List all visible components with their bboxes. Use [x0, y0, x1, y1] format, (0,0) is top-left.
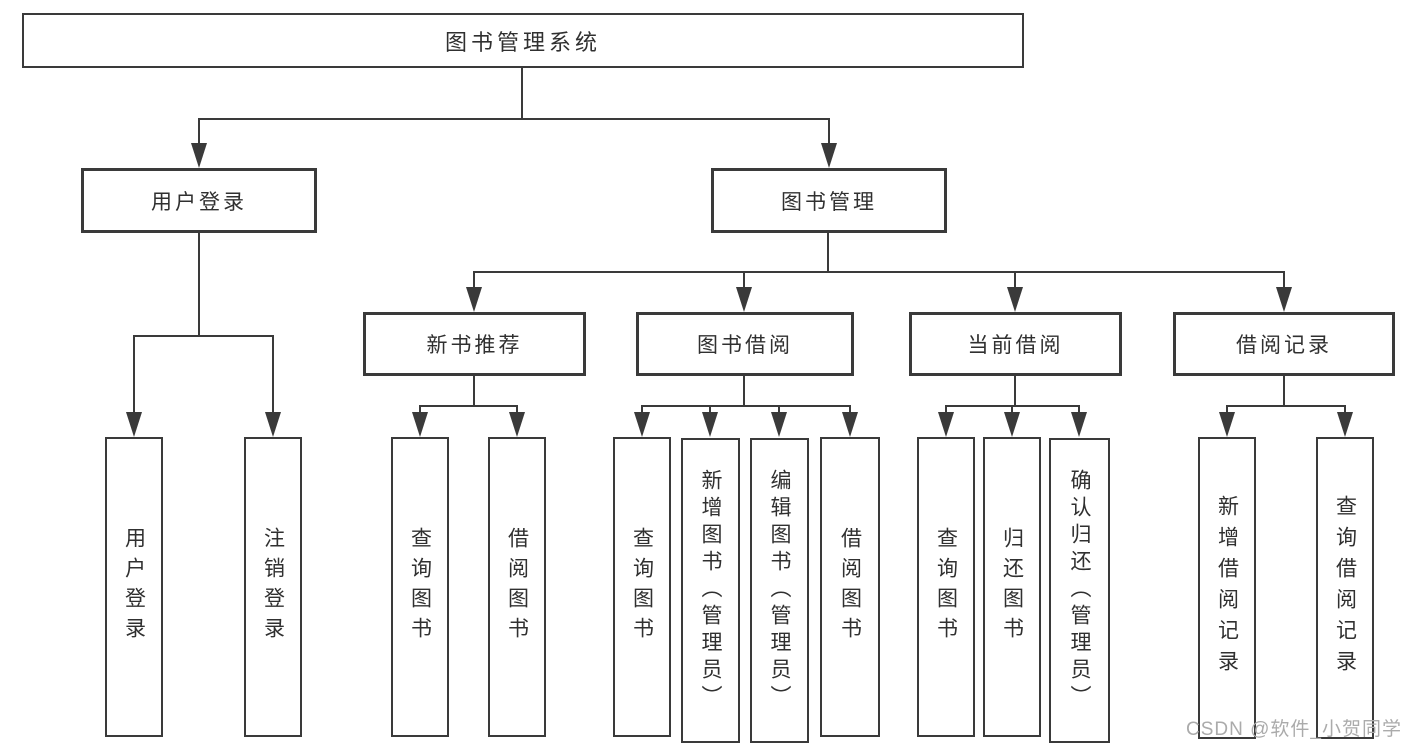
node-label: 注销登录 [261, 527, 285, 647]
node-label: 当前借阅 [967, 334, 1064, 357]
arrowhead-down [771, 412, 787, 437]
connector-line [133, 335, 274, 337]
node-borrowing-records: 借阅记录 [1173, 312, 1395, 376]
node-label: 新书推荐 [426, 334, 523, 357]
arrowhead-down [1276, 287, 1292, 312]
node-bb-borrow-books: 借阅图书 [820, 437, 880, 737]
node-bb-add-books-admin: 新增图书（管理员） [681, 438, 740, 743]
arrowhead-down [821, 143, 837, 168]
connector-line [827, 233, 829, 271]
connector-line [641, 405, 643, 418]
arrowhead-down [412, 412, 428, 437]
node-library-management-system: 图书管理系统 [22, 13, 1024, 68]
arrowhead-down [1071, 412, 1087, 437]
node-label: 用户登录 [122, 527, 146, 647]
node-bb-query-books: 查询图书 [613, 437, 671, 737]
connector-line [473, 271, 475, 292]
node-cb-query-books: 查询图书 [917, 437, 975, 737]
arrowhead-down [736, 287, 752, 312]
connector-line [1078, 405, 1080, 418]
node-label: 查询图书 [630, 527, 654, 647]
node-user-login: 用户登录 [81, 168, 317, 233]
arrowhead-down [842, 412, 858, 437]
connector-line [1283, 376, 1285, 405]
connector-line [1344, 405, 1346, 418]
connector-line [1226, 405, 1228, 418]
connector-line [473, 376, 475, 405]
node-bb-edit-books-admin: 编辑图书（管理员） [750, 438, 809, 743]
connector-line [778, 405, 780, 418]
node-label: 借阅图书 [505, 527, 529, 647]
arrowhead-down [938, 412, 954, 437]
connector-line [272, 335, 274, 418]
node-label: 图书管理系统 [444, 29, 601, 55]
node-label: 编辑图书（管理员） [768, 469, 791, 712]
node-label: 查询借阅记录 [1333, 495, 1357, 681]
node-label: 图书借阅 [697, 334, 793, 357]
arrowhead-down [1219, 412, 1235, 437]
node-cb-return-books: 归还图书 [983, 437, 1041, 737]
node-label: 图书管理 [781, 190, 877, 214]
connector-line [198, 118, 200, 148]
connector-line [516, 405, 518, 418]
node-label: 借阅记录 [1236, 334, 1332, 357]
connector-line [828, 118, 830, 148]
connector-line [419, 405, 518, 407]
node-nbr-query-books: 查询图书 [391, 437, 449, 737]
connector-line [1226, 405, 1346, 407]
node-br-query-record: 查询借阅记录 [1316, 437, 1374, 739]
connector-line [1283, 271, 1285, 292]
arrowhead-down [1337, 412, 1353, 437]
node-nbr-borrow-books: 借阅图书 [488, 437, 546, 737]
node-logout: 注销登录 [244, 437, 302, 737]
arrowhead-down [702, 412, 718, 437]
watermark: CSDN @软件_小贺同学 [1186, 719, 1402, 740]
connector-line [521, 67, 523, 118]
arrowhead-down [191, 143, 207, 168]
connector-line [743, 376, 745, 405]
arrowhead-down [1007, 287, 1023, 312]
node-label: 借阅图书 [838, 527, 862, 647]
arrowhead-down [509, 412, 525, 437]
node-label: 确认归还（管理员） [1068, 469, 1091, 712]
connector-line [1014, 376, 1016, 405]
node-current-borrowing: 当前借阅 [909, 312, 1122, 376]
node-user-login-leaf: 用户登录 [105, 437, 163, 737]
connector-line [198, 118, 830, 120]
connector-line [709, 405, 711, 418]
connector-line [641, 405, 851, 407]
node-label: 新增图书（管理员） [699, 469, 722, 712]
node-cb-confirm-return-admin: 确认归还（管理员） [1049, 438, 1110, 743]
arrowhead-down [126, 412, 142, 437]
arrowhead-down [1004, 412, 1020, 437]
node-label: 归还图书 [1000, 527, 1024, 647]
node-label: 用户登录 [151, 190, 247, 214]
node-label: 查询图书 [408, 527, 432, 647]
connector-line [849, 405, 851, 418]
node-book-borrowing: 图书借阅 [636, 312, 854, 376]
connector-line [945, 405, 947, 418]
connector-line [743, 271, 745, 292]
connector-line [133, 335, 135, 418]
connector-line [1011, 405, 1013, 418]
node-label: 查询图书 [934, 527, 958, 647]
node-br-add-record: 新增借阅记录 [1198, 437, 1256, 739]
node-book-management: 图书管理 [711, 168, 947, 233]
connector-line [419, 405, 421, 418]
connector-line [1014, 271, 1016, 292]
connector-line [473, 271, 1285, 273]
arrowhead-down [265, 412, 281, 437]
arrowhead-down [634, 412, 650, 437]
node-new-book-recommendation: 新书推荐 [363, 312, 586, 376]
node-label: 新增借阅记录 [1215, 495, 1239, 681]
arrowhead-down [466, 287, 482, 312]
connector-line [198, 233, 200, 335]
